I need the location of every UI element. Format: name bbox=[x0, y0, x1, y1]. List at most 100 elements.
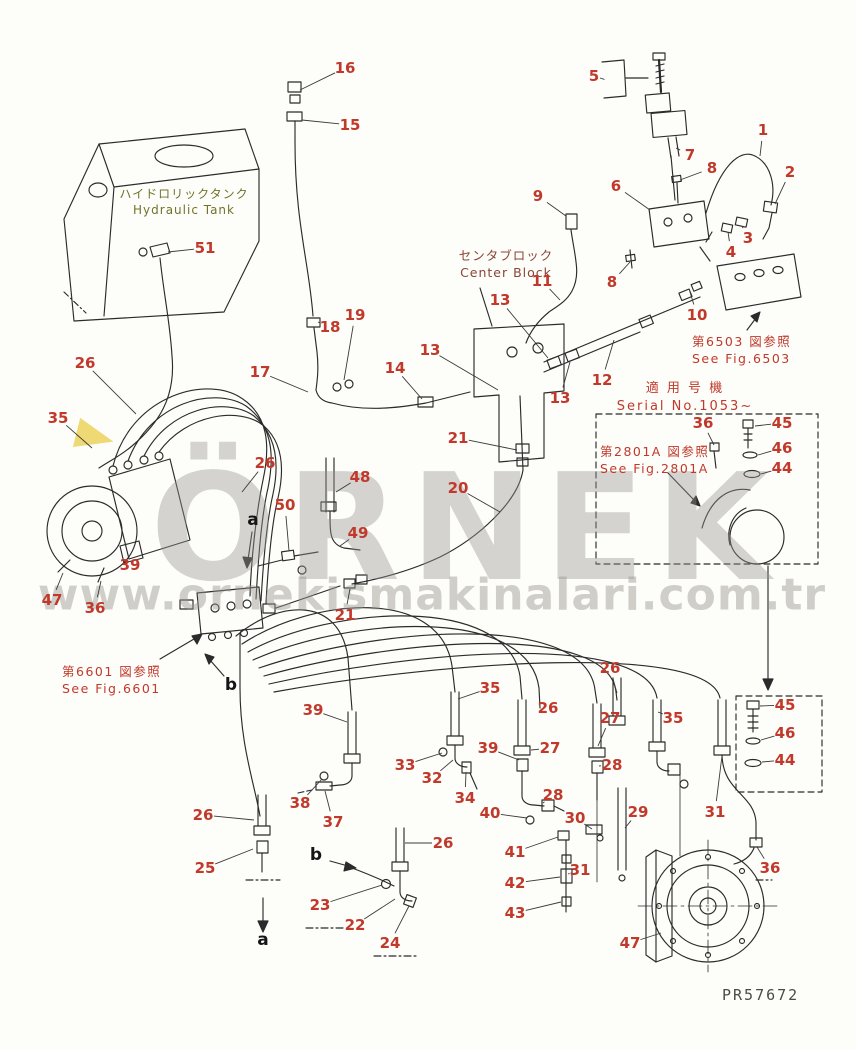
part-callout-31: 31 bbox=[704, 803, 726, 821]
part-callout-43: 43 bbox=[504, 904, 526, 922]
part-callout-32: 32 bbox=[421, 769, 443, 787]
leader-line bbox=[567, 873, 570, 875]
part-callout-46: 46 bbox=[774, 724, 796, 742]
part-callout-50: 50 bbox=[274, 496, 296, 514]
part-callout-26: 26 bbox=[192, 806, 214, 824]
leader-line bbox=[583, 823, 593, 830]
section-marker-a: a bbox=[247, 510, 259, 530]
part-callout-48: 48 bbox=[349, 468, 371, 486]
leader-line bbox=[612, 678, 618, 694]
part-callout-26: 26 bbox=[537, 699, 559, 717]
part-callout-29: 29 bbox=[627, 803, 649, 821]
part-callout-25: 25 bbox=[194, 859, 216, 877]
leader-line bbox=[439, 355, 499, 391]
leader-line bbox=[546, 202, 567, 217]
part-callout-27: 27 bbox=[599, 709, 621, 727]
part-callout-46: 46 bbox=[771, 439, 793, 457]
part-callout-49: 49 bbox=[347, 524, 369, 542]
leader-line bbox=[330, 884, 383, 903]
leader-line bbox=[307, 778, 323, 796]
leader-line bbox=[498, 751, 520, 761]
cluster-28c-art bbox=[648, 699, 689, 857]
part-callout-35: 35 bbox=[479, 679, 501, 697]
center-block-art bbox=[473, 287, 565, 463]
hydraulic-tank-art bbox=[63, 128, 260, 322]
leader-line bbox=[96, 580, 102, 598]
leader-line bbox=[679, 171, 702, 181]
drawing-number: PR57672 bbox=[722, 986, 800, 1004]
part-callout-31: 31 bbox=[569, 861, 591, 879]
leader-line bbox=[525, 876, 561, 882]
part-callout-17: 17 bbox=[249, 363, 271, 381]
leader-line bbox=[324, 790, 331, 812]
leader-line bbox=[757, 450, 772, 456]
valve-block-art bbox=[625, 174, 711, 269]
plate-6503-art bbox=[716, 253, 802, 331]
watermark-brand: ÖRNEK bbox=[150, 442, 780, 614]
part-callout-42: 42 bbox=[504, 874, 526, 892]
part-callout-45: 45 bbox=[771, 414, 793, 432]
leader-line bbox=[215, 848, 254, 865]
leader-line bbox=[756, 846, 765, 859]
section-marker-a: a bbox=[257, 930, 269, 950]
ref-fig-6503-en: See Fig.6503 bbox=[692, 350, 791, 366]
leader-line bbox=[760, 735, 775, 741]
return-hose-art bbox=[286, 81, 471, 409]
part-callout-16: 16 bbox=[334, 59, 356, 77]
stack-b-art bbox=[305, 827, 419, 957]
part-callout-36: 36 bbox=[692, 414, 714, 432]
solenoid-art bbox=[601, 52, 688, 201]
leader-line bbox=[549, 288, 561, 301]
leader-line bbox=[285, 515, 290, 552]
cluster-37-art bbox=[297, 711, 361, 794]
part-callout-47: 47 bbox=[41, 591, 63, 609]
part-callout-28: 28 bbox=[542, 786, 564, 804]
leader-line bbox=[619, 261, 631, 275]
part-callout-11: 11 bbox=[531, 272, 553, 290]
leader-line bbox=[754, 423, 772, 427]
part-callout-1: 1 bbox=[757, 121, 769, 139]
part-callout-24: 24 bbox=[379, 934, 401, 952]
part-callout-13: 13 bbox=[419, 341, 441, 359]
part-callout-40: 40 bbox=[479, 804, 501, 822]
part-callout-23: 23 bbox=[309, 896, 331, 914]
part-callout-19: 19 bbox=[344, 306, 366, 324]
leader-line bbox=[761, 760, 775, 763]
leader-line bbox=[624, 191, 651, 211]
part-callout-2: 2 bbox=[784, 163, 796, 181]
leader-line bbox=[525, 836, 559, 849]
hose-1-art bbox=[705, 153, 779, 243]
leader-line bbox=[92, 370, 137, 415]
part-callout-37: 37 bbox=[322, 813, 344, 831]
part-callout-21: 21 bbox=[447, 429, 469, 447]
leader-line bbox=[299, 72, 336, 91]
leader-line bbox=[301, 119, 340, 125]
right-hose-art bbox=[713, 699, 773, 881]
cluster-34-art bbox=[438, 691, 478, 790]
leader-line bbox=[760, 470, 772, 475]
part-callout-12: 12 bbox=[591, 371, 613, 389]
leader-line bbox=[55, 572, 64, 590]
watermark-url: www.ornekismakinalari.com.tr bbox=[37, 569, 827, 621]
bolt-box-art bbox=[735, 695, 823, 793]
travel-motor-art bbox=[637, 839, 781, 973]
leader-line bbox=[467, 493, 501, 513]
leader-line bbox=[464, 771, 467, 788]
part-callout-8: 8 bbox=[706, 159, 718, 177]
leader-line bbox=[269, 375, 309, 393]
ref-fig-6601-jp: 第6601 図参照 bbox=[62, 664, 162, 679]
part-callout-33: 33 bbox=[394, 756, 416, 774]
serial-box-art bbox=[595, 413, 819, 565]
part-callout-35: 35 bbox=[47, 409, 69, 427]
leader-line bbox=[506, 308, 549, 359]
leader-line bbox=[599, 77, 605, 80]
part-callout-44: 44 bbox=[771, 459, 793, 477]
part-callout-44: 44 bbox=[774, 751, 796, 769]
serial-label-jp: 適 用 号 機 bbox=[645, 381, 725, 396]
leader-line bbox=[241, 471, 259, 493]
ref-fig-6503-jp: 第6503 図参照 bbox=[692, 334, 792, 349]
part-callout-15: 15 bbox=[339, 116, 361, 134]
section-marker-b: b bbox=[309, 845, 323, 865]
leader-line bbox=[759, 704, 775, 707]
part-callout-10: 10 bbox=[686, 306, 708, 324]
